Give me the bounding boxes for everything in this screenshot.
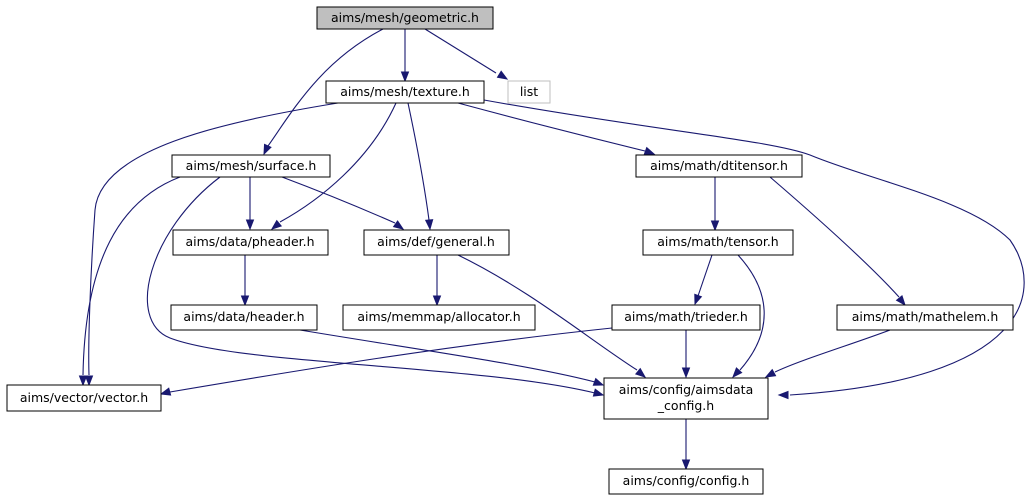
arrowhead-icon <box>694 293 703 306</box>
edge-line <box>457 254 638 371</box>
arrowhead-icon <box>432 295 442 307</box>
edge-dtitensor-to-tensor <box>710 177 720 232</box>
arrowhead-icon <box>424 219 434 231</box>
edge-line <box>169 327 613 393</box>
node-aimsdata-config[interactable]: aims/config/aimsdata _config.h <box>603 377 769 420</box>
node-vector[interactable]: aims/vector/vector.h <box>6 384 162 412</box>
edge-line <box>88 102 339 376</box>
node-dtitensor[interactable]: aims/math/dtitensor.h <box>635 154 803 178</box>
arrowhead-icon <box>496 70 509 80</box>
node-general-label: aims/def/general.h <box>377 234 495 249</box>
node-texture-label: aims/mesh/texture.h <box>340 84 470 99</box>
node-trieder[interactable]: aims/math/trieder.h <box>611 304 761 331</box>
arrowhead-icon <box>263 143 272 156</box>
edge-line <box>697 254 713 297</box>
edge-tensor-to-trieder <box>694 254 713 306</box>
edge-texture-to-vector <box>84 102 339 387</box>
edge-texture-to-dtitensor <box>457 102 656 155</box>
node-config[interactable]: aims/config/config.h <box>608 468 764 495</box>
edge-line <box>457 102 646 152</box>
node-mathelem[interactable]: aims/math/mathelem.h <box>836 304 1014 331</box>
edge-line <box>299 329 596 383</box>
node-surface[interactable]: aims/mesh/surface.h <box>171 154 331 178</box>
node-config-label: aims/config/config.h <box>623 473 750 488</box>
edge-line <box>281 176 396 224</box>
arrowhead-icon <box>643 146 656 155</box>
arrowhead-icon <box>710 220 720 232</box>
node-dtitensor-label: aims/math/dtitensor.h <box>650 158 788 173</box>
edge-texture-to-general <box>407 102 434 231</box>
edge-pheader-to-header <box>240 255 250 307</box>
edge-trieder-to-aimsdata_config <box>681 330 691 379</box>
edge-line <box>82 176 181 376</box>
node-mathelem-label: aims/math/mathelem.h <box>852 309 999 324</box>
edge-line <box>267 28 384 147</box>
node-list: list <box>507 80 551 104</box>
node-list-label: list <box>520 84 538 99</box>
edge-line <box>424 28 497 74</box>
arrowhead-icon <box>681 367 691 379</box>
node-header[interactable]: aims/data/header.h <box>170 304 318 331</box>
node-geometric[interactable]: aims/mesh/geometric.h <box>316 6 494 30</box>
edge-aimsdata_config-to-config <box>681 419 691 471</box>
edge-line <box>279 102 397 223</box>
edge-general-to-aimsdata_config <box>457 254 647 378</box>
arrowhead-icon <box>592 388 605 397</box>
edge-dtitensor-to-mathelem <box>769 176 906 307</box>
node-allocator-label: aims/memmap/allocator.h <box>357 309 520 324</box>
node-pheader[interactable]: aims/data/pheader.h <box>172 229 329 256</box>
arrowhead-icon <box>634 367 647 378</box>
arrowhead-icon <box>764 368 777 378</box>
node-tensor[interactable]: aims/math/tensor.h <box>642 229 794 256</box>
node-header-label: aims/data/header.h <box>183 309 304 324</box>
edge-mathelem-to-aimsdata_config <box>764 329 891 378</box>
edge-geometric-to-surface <box>263 28 384 156</box>
edge-surface-to-general <box>281 176 405 230</box>
node-surface-label: aims/mesh/surface.h <box>186 158 317 173</box>
arrowhead-icon <box>681 459 691 471</box>
dependency-edges <box>78 28 1025 471</box>
edge-surface-to-aimsdata_config <box>147 176 605 397</box>
node-allocator[interactable]: aims/memmap/allocator.h <box>342 304 536 331</box>
arrowhead-icon <box>592 377 605 386</box>
edge-line <box>407 102 430 221</box>
arrowhead-icon <box>392 220 405 230</box>
edge-line <box>147 176 596 394</box>
arrowhead-icon <box>895 294 906 307</box>
arrowhead-icon <box>159 387 172 396</box>
edge-line <box>774 329 891 373</box>
node-tensor-label: aims/math/tensor.h <box>657 234 778 249</box>
edge-geometric-to-texture <box>400 29 410 83</box>
node-pheader-label: aims/data/pheader.h <box>185 234 314 249</box>
arrowhead-icon <box>732 367 743 379</box>
node-trieder-label: aims/math/trieder.h <box>624 309 748 324</box>
edge-texture-to-aimsdata_config <box>483 99 1025 400</box>
arrowhead-icon <box>400 71 410 83</box>
edge-texture-to-pheader <box>270 102 397 230</box>
arrowhead-icon <box>777 390 789 400</box>
arrowhead-icon <box>245 219 255 231</box>
edge-line <box>769 176 900 298</box>
edge-geometric-to-list <box>424 28 509 80</box>
edge-line <box>737 254 765 371</box>
arrowhead-icon <box>270 219 283 230</box>
node-general[interactable]: aims/def/general.h <box>363 229 510 256</box>
node-aimsdata-config-label-line2: _config.h <box>657 398 714 413</box>
edge-line <box>483 99 1025 396</box>
node-geometric-label: aims/mesh/geometric.h <box>331 10 479 25</box>
node-aimsdata-config-label-line1: aims/config/aimsdata <box>619 382 753 397</box>
node-texture[interactable]: aims/mesh/texture.h <box>325 80 485 104</box>
edge-trieder-to-vector <box>159 327 613 396</box>
edge-surface-to-pheader <box>245 177 255 231</box>
edge-surface-to-vector <box>78 176 181 387</box>
arrowhead-icon <box>84 375 94 387</box>
node-vector-label: aims/vector/vector.h <box>20 390 148 405</box>
arrowhead-icon <box>78 375 88 387</box>
arrowhead-icon <box>240 295 250 307</box>
edge-general-to-allocator <box>432 255 442 307</box>
edge-tensor-to-aimsdata_config <box>732 254 765 379</box>
edge-header-to-aimsdata_config <box>299 329 605 386</box>
